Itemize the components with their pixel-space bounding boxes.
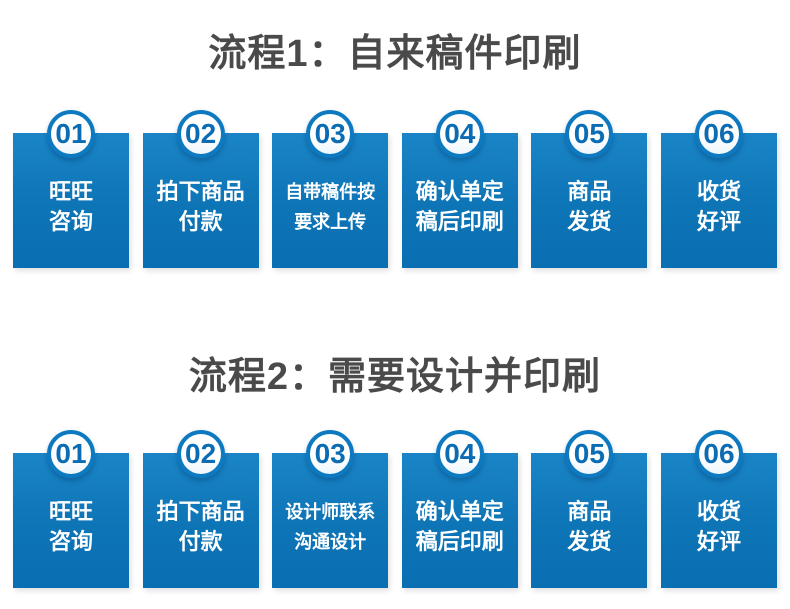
step-label-line: 拍下商品 (156, 498, 245, 524)
step-label-line: 收货 (696, 498, 741, 524)
step-number: 04 (444, 438, 476, 469)
flow1-steps-row: 01 旺旺 咨询 02 拍下商品 付款 03 自带稿件按 要求上传 (0, 110, 790, 268)
flow1-step-6: 06 收货 好评 (660, 110, 777, 268)
step-number: 06 (703, 438, 735, 469)
step-label-line: 商品 (567, 498, 612, 524)
flow2-step-1: 01 旺旺 咨询 (13, 430, 129, 588)
step-label-line: 咨询 (48, 208, 93, 234)
step-label-line: 发货 (567, 528, 612, 554)
step-box: 拍下商品 付款 (142, 453, 259, 588)
step-label-line: 好评 (696, 208, 741, 234)
flow2-step-6: 06 收货 好评 (660, 430, 777, 588)
flow2-step-3: 03 设计师联系 沟通设计 (272, 430, 389, 588)
flow1-title: 流程1：自来稿件印刷 (208, 33, 582, 75)
step-number: 01 (55, 438, 87, 469)
flow1-step-2: 02 拍下商品 付款 (142, 110, 259, 268)
flow2-steps-row: 01 旺旺 咨询 02 拍下商品 付款 03 设计师联系 沟通设计 (0, 430, 790, 588)
step-number-badge: 04 (435, 430, 484, 478)
flow2-step-2: 02 拍下商品 付款 (142, 430, 259, 588)
step-label-line: 要求上传 (294, 211, 367, 232)
step-number: 05 (573, 438, 605, 469)
step-box: 确认单定 稿后印刷 (401, 133, 518, 268)
step-label-line: 自带稿件按 (285, 181, 376, 202)
step-label-line: 旺旺 (48, 498, 93, 524)
step-number: 03 (314, 118, 346, 149)
step-number-badge: 02 (176, 110, 225, 158)
step-number-badge: 03 (306, 430, 355, 478)
step-number: 06 (703, 118, 735, 149)
flow1-step-3: 03 自带稿件按 要求上传 (272, 110, 389, 268)
step-label-line: 拍下商品 (156, 178, 245, 204)
step-number-badge: 04 (435, 110, 484, 158)
step-label-line: 付款 (178, 208, 223, 234)
step-label-line: 稿后印刷 (415, 208, 504, 234)
step-label-line: 付款 (178, 528, 223, 554)
flow2-step-5: 05 商品 发货 (531, 430, 648, 588)
step-label-line: 商品 (567, 178, 612, 204)
step-box: 设计师联系 沟通设计 (272, 453, 389, 588)
step-number-badge: 05 (565, 110, 614, 158)
step-label-line: 沟通设计 (294, 531, 367, 552)
step-number-badge: 03 (306, 110, 355, 158)
step-label-line: 发货 (567, 208, 612, 234)
step-number: 02 (185, 118, 217, 149)
step-box: 自带稿件按 要求上传 (272, 133, 389, 268)
flow2-title: 流程2：需要设计并印刷 (188, 356, 602, 398)
step-label-line: 设计师联系 (285, 501, 376, 522)
step-number: 03 (314, 438, 346, 469)
step-label-line: 收货 (696, 178, 741, 204)
flow1-step-1: 01 旺旺 咨询 (13, 110, 129, 268)
step-number: 05 (573, 118, 605, 149)
flow1-step-5: 05 商品 发货 (531, 110, 648, 268)
step-number-badge: 05 (565, 430, 614, 478)
step-number-badge: 06 (694, 430, 743, 478)
step-number: 01 (55, 118, 87, 149)
step-number-badge: 01 (47, 430, 95, 478)
step-label-line: 好评 (696, 528, 741, 554)
step-label-line: 确认单定 (415, 178, 504, 204)
flow2-step-4: 04 确认单定 稿后印刷 (401, 430, 518, 588)
step-number-badge: 06 (694, 110, 743, 158)
step-number: 04 (444, 118, 476, 149)
step-number: 02 (185, 438, 217, 469)
step-label-line: 稿后印刷 (415, 528, 504, 554)
step-number-badge: 01 (47, 110, 95, 158)
step-label-line: 咨询 (48, 528, 93, 554)
step-number-badge: 02 (176, 430, 225, 478)
step-label-line: 旺旺 (48, 178, 93, 204)
step-label-line: 确认单定 (415, 498, 504, 524)
flow1-step-4: 04 确认单定 稿后印刷 (401, 110, 518, 268)
